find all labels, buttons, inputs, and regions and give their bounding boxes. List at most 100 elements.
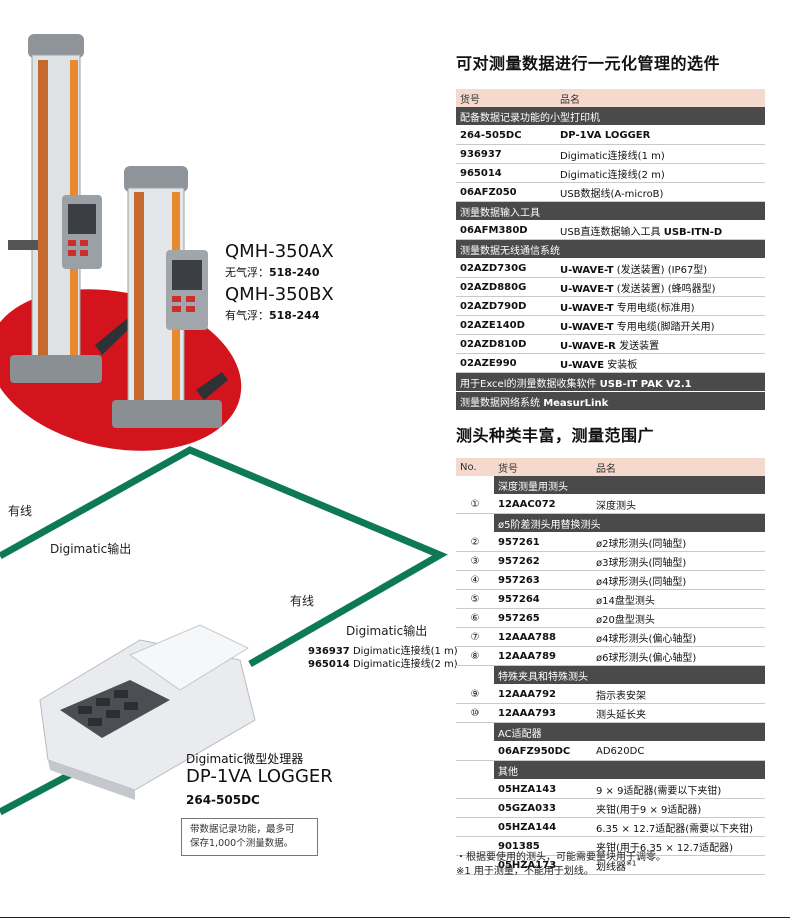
cable-text-1: Digimatic连接线(1 m) [352, 646, 458, 657]
options-name-cell: U-WAVE 安装板 [556, 353, 765, 373]
options-code-cell: 936937 [456, 144, 556, 164]
probes-name-text: ø2球形测头(同轴型) [596, 538, 687, 550]
options-name-cell: Digimatic连接线(2 m) [556, 163, 765, 183]
cable-text-2: Digimatic连接线(2 m) [352, 659, 458, 670]
options-code-cell: 264-505DC [456, 125, 556, 145]
cable-list: 936937 Digimatic连接线(1 m) 965014 Digimati… [308, 645, 458, 671]
options-category-text: 用于Excel的测量数据收集软件 [460, 378, 600, 390]
wired-label-1: 有线 [8, 504, 33, 518]
probes-code-cell: 06AFZ950DC [494, 741, 592, 761]
probes-code-cell: 12AAA789 [494, 646, 592, 666]
options-name-text: (发送装置) (IP67型) [613, 264, 708, 276]
probes-no-cell [456, 817, 494, 837]
options-category-row: 用于Excel的测量数据收集软件 USB-IT PAK V2.1 [456, 372, 765, 392]
probes-category-cell: ø5阶差测头用替换测头 [494, 513, 765, 533]
probes-name-text: 指示表安架 [596, 690, 646, 702]
probes-name-text: 划线器 [596, 861, 626, 873]
probes-name-text: ø4球形测头(偏心轴型) [596, 633, 697, 645]
probes-no-cell: ⑥ [456, 608, 494, 628]
options-item-row: 936937 Digimatic连接线(1 m) [456, 144, 765, 164]
options-code-cell: 02AZD790D [456, 296, 556, 316]
cable-line-1: 936937 Digimatic连接线(1 m) [308, 645, 458, 658]
options-name-text: USB数据线(A-microB) [560, 188, 664, 200]
probes-code-cell: 05GZA033 [494, 798, 592, 818]
probes-name-text: 测头延长夹 [596, 709, 646, 721]
cable-line-2: 965014 Digimatic连接线(2 m) [308, 658, 458, 671]
processor-note-line-1: 带数据记录功能，最多可 [190, 824, 295, 835]
height-gauge-ax [8, 34, 132, 383]
processor-name: DP-1VA LOGGER [186, 766, 333, 787]
probes-code-cell: 12AAA788 [494, 627, 592, 647]
probes-notes: ・根据要使用的测头，可能需要量块用于调零。 ※1 用于测量，不能用于划线。 [456, 851, 666, 879]
probes-category-cell: 其他 [494, 760, 765, 780]
probes-name-cell: 夹钳(用于9 × 9适配器) [592, 798, 765, 818]
options-name-text: USB直连数据输入工具 [560, 226, 664, 238]
probes-category-row: 其他 [456, 760, 765, 780]
probes-item-row: 05GZA033 夹钳(用于9 × 9适配器) [456, 798, 765, 818]
probes-code-cell: 957262 [494, 551, 592, 571]
probes-category-blank [456, 722, 494, 742]
options-category-text: 测量数据网络系统 [460, 397, 544, 409]
probes-code-cell: 05HZA173 [494, 855, 592, 875]
probes-name-footnote: ※1 [626, 859, 637, 868]
probes-title: 测头种类丰富，测量范围广 [456, 426, 655, 445]
options-name-bold: U-WAVE-T [560, 264, 614, 276]
options-title: 可对测量数据进行一元化管理的选件 [456, 54, 721, 73]
probes-category-blank [456, 476, 494, 495]
options-code-cell: 965014 [456, 163, 556, 183]
probes-no-cell: ② [456, 532, 494, 552]
probes-no-cell: ⑤ [456, 589, 494, 609]
options-name-text: (发送装置) (蜂鸣器型) [613, 283, 716, 295]
probes-name-cell: 9 × 9适配器(需要以下夹钳) [592, 779, 765, 799]
probes-name-cell: ø3球形测头(同轴型) [592, 551, 765, 571]
options-name-bold: USB-ITN-D [663, 226, 723, 238]
probes-category-cell: AC适配器 [494, 722, 765, 742]
options-code-cell: 02AZE990 [456, 353, 556, 373]
probes-name-cell: ø14盘型测头 [592, 589, 765, 609]
probes-name-cell: 夹钳(用于6.35 × 12.7适配器) [592, 836, 765, 856]
probes-category-cell: 深度测量用测头 [494, 476, 765, 495]
probes-category-row: ø5阶差测头用替换测头 [456, 513, 765, 533]
probes-name-text: ø6球形测头(偏心轴型) [596, 652, 697, 664]
model-desc-label-ax: 无气浮： [225, 266, 269, 279]
options-name-text: Digimatic连接线(1 m) [560, 150, 665, 162]
probes-name-text: 9 × 9适配器(需要以下夹钳) [596, 785, 722, 797]
options-name-bold: U-WAVE-T [560, 283, 614, 295]
probes-name-text: 夹钳(用于6.35 × 12.7适配器) [596, 842, 734, 854]
probes-name-cell: 划线器※1 [592, 855, 765, 875]
probes-header-cell: No. [456, 458, 494, 476]
probes-name-cell: ø4球形测头(偏心轴型) [592, 627, 765, 647]
probes-header-cell: 品名 [592, 458, 765, 476]
options-name-cell: U-WAVE-T 专用电缆(脚踏开关用) [556, 315, 765, 335]
probes-code-cell: 12AAC072 [494, 494, 592, 514]
options-name-bold: U-WAVE-T [560, 321, 614, 333]
probes-no-cell [456, 836, 494, 856]
probes-name-text: ø14盘型测头 [596, 595, 655, 607]
options-header-row: 货号品名 [456, 89, 765, 107]
probes-name-text: 夹钳(用于9 × 9适配器) [596, 804, 702, 816]
probes-code-cell: 957265 [494, 608, 592, 628]
options-category-text: 测量数据输入工具 [460, 207, 540, 219]
probes-code-cell: 12AAA792 [494, 684, 592, 704]
probes-category-blank [456, 665, 494, 685]
probes-name-cell: ø4球形测头(同轴型) [592, 570, 765, 590]
probes-no-cell: ⑧ [456, 646, 494, 666]
probes-name-cell: 6.35 × 12.7适配器(需要以下夹钳) [592, 817, 765, 837]
model-code-ax: 518-240 [269, 266, 320, 279]
probes-name-text: ø4球形测头(同轴型) [596, 576, 687, 588]
options-category-cell: 用于Excel的测量数据收集软件 USB-IT PAK V2.1 [456, 372, 765, 392]
probes-name-text: 深度测头 [596, 500, 636, 512]
